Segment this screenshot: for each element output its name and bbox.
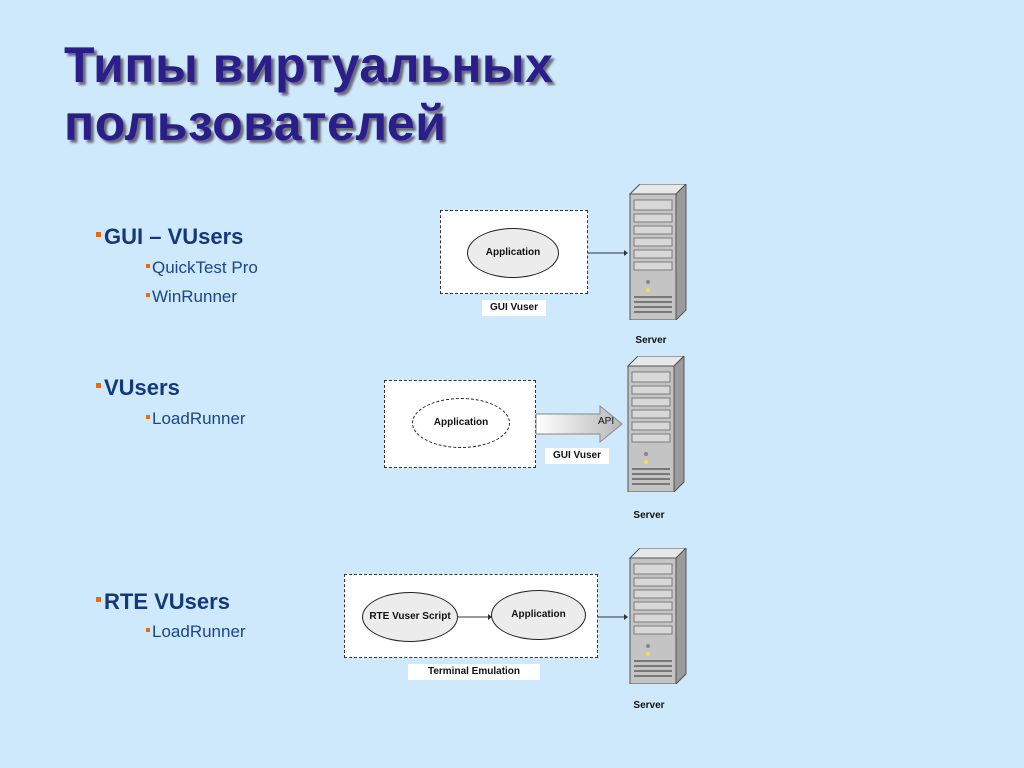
server-icon [628,548,687,684]
bullet-square-icon [96,596,101,602]
rte-vuser-script-ellipse: RTE Vuser Script [362,592,458,642]
server-icon [628,184,687,320]
gui-vuser-label: GUI Vuser [482,300,546,316]
bullet-square-icon [96,382,101,388]
bullet-square-icon [146,292,150,297]
bullet-square-icon [96,231,101,237]
bullet-loadrunner-1: LoadRunner [146,409,246,429]
server-icon [626,356,685,492]
server-label: Server [635,335,667,346]
bullet-rte-vusers: RTE VUsers [96,589,230,615]
server-label: Server [633,700,665,711]
application-ellipse: Application [491,590,586,640]
application-ellipse: Application [467,228,559,278]
connection-arrow [588,250,628,256]
bullet-loadrunner-2: LoadRunner [146,622,246,642]
bullet-vusers: VUsers [96,375,180,401]
server-label: Server [633,510,665,521]
slide-title: Типы виртуальных пользователей [64,37,554,151]
api-label: API [598,416,615,427]
bullet-square-icon [146,627,150,632]
vuser-box [384,380,536,468]
bullet-quicktest-pro: QuickTest Pro [146,258,258,278]
bullet-square-icon [146,414,150,419]
bullet-winrunner: WinRunner [146,287,237,307]
gui-vuser-label: GUI Vuser [545,448,609,464]
terminal-emulation-label: Terminal Emulation [408,664,540,680]
bullet-gui-vusers: GUI – VUsers [96,224,243,250]
script-to-app-arrow [458,614,492,620]
application-ellipse: Application [412,398,510,448]
api-arrow [535,404,623,444]
connection-arrow [598,614,628,620]
bullet-square-icon [146,263,150,268]
